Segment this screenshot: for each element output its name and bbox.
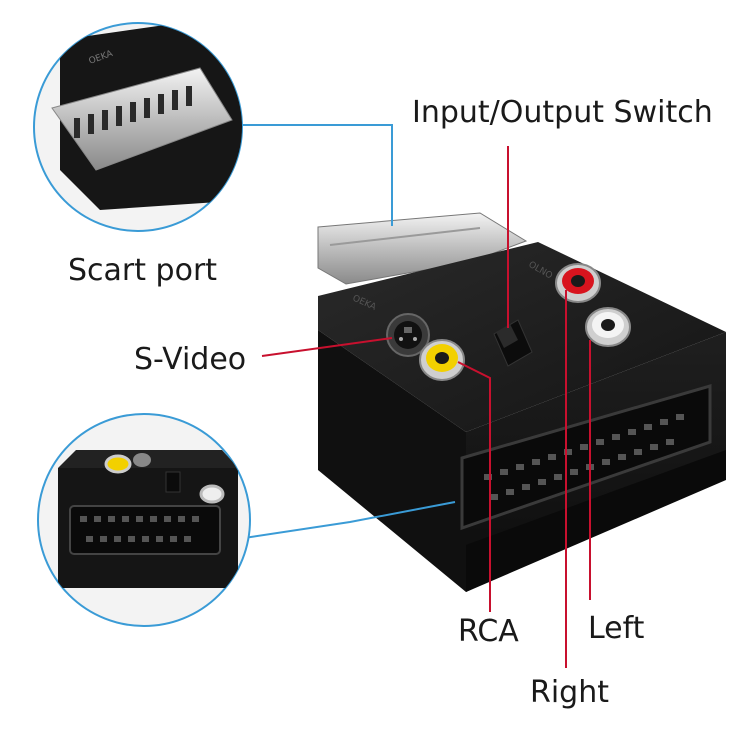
scart-plug-callout: OEKA <box>33 22 243 232</box>
scart-socket <box>460 384 712 531</box>
blue-leader-scart-socket <box>243 501 456 539</box>
scart-socket-callout <box>37 413 251 627</box>
red-leader-s-video <box>261 337 393 357</box>
input-output-switch <box>493 319 533 367</box>
rca-red-jack <box>555 263 601 303</box>
scart-port-label: Scart port <box>68 253 218 288</box>
rca-yellow-jack <box>419 339 465 381</box>
red-leader-rca <box>457 361 491 612</box>
input-output-switch-label: Input/Output Switch <box>412 95 713 130</box>
adapter-side-face <box>318 296 466 592</box>
s-video-label: S-Video <box>134 342 247 377</box>
scart-adapter: OEKA OLNO <box>317 212 726 592</box>
right-label: Right <box>530 675 609 710</box>
left-label: Left <box>588 611 645 646</box>
blue-leader-scart-plug <box>238 124 393 226</box>
rca-label: RCA <box>458 614 519 649</box>
s-video-port <box>386 313 430 357</box>
rca-white-jack <box>585 307 631 347</box>
